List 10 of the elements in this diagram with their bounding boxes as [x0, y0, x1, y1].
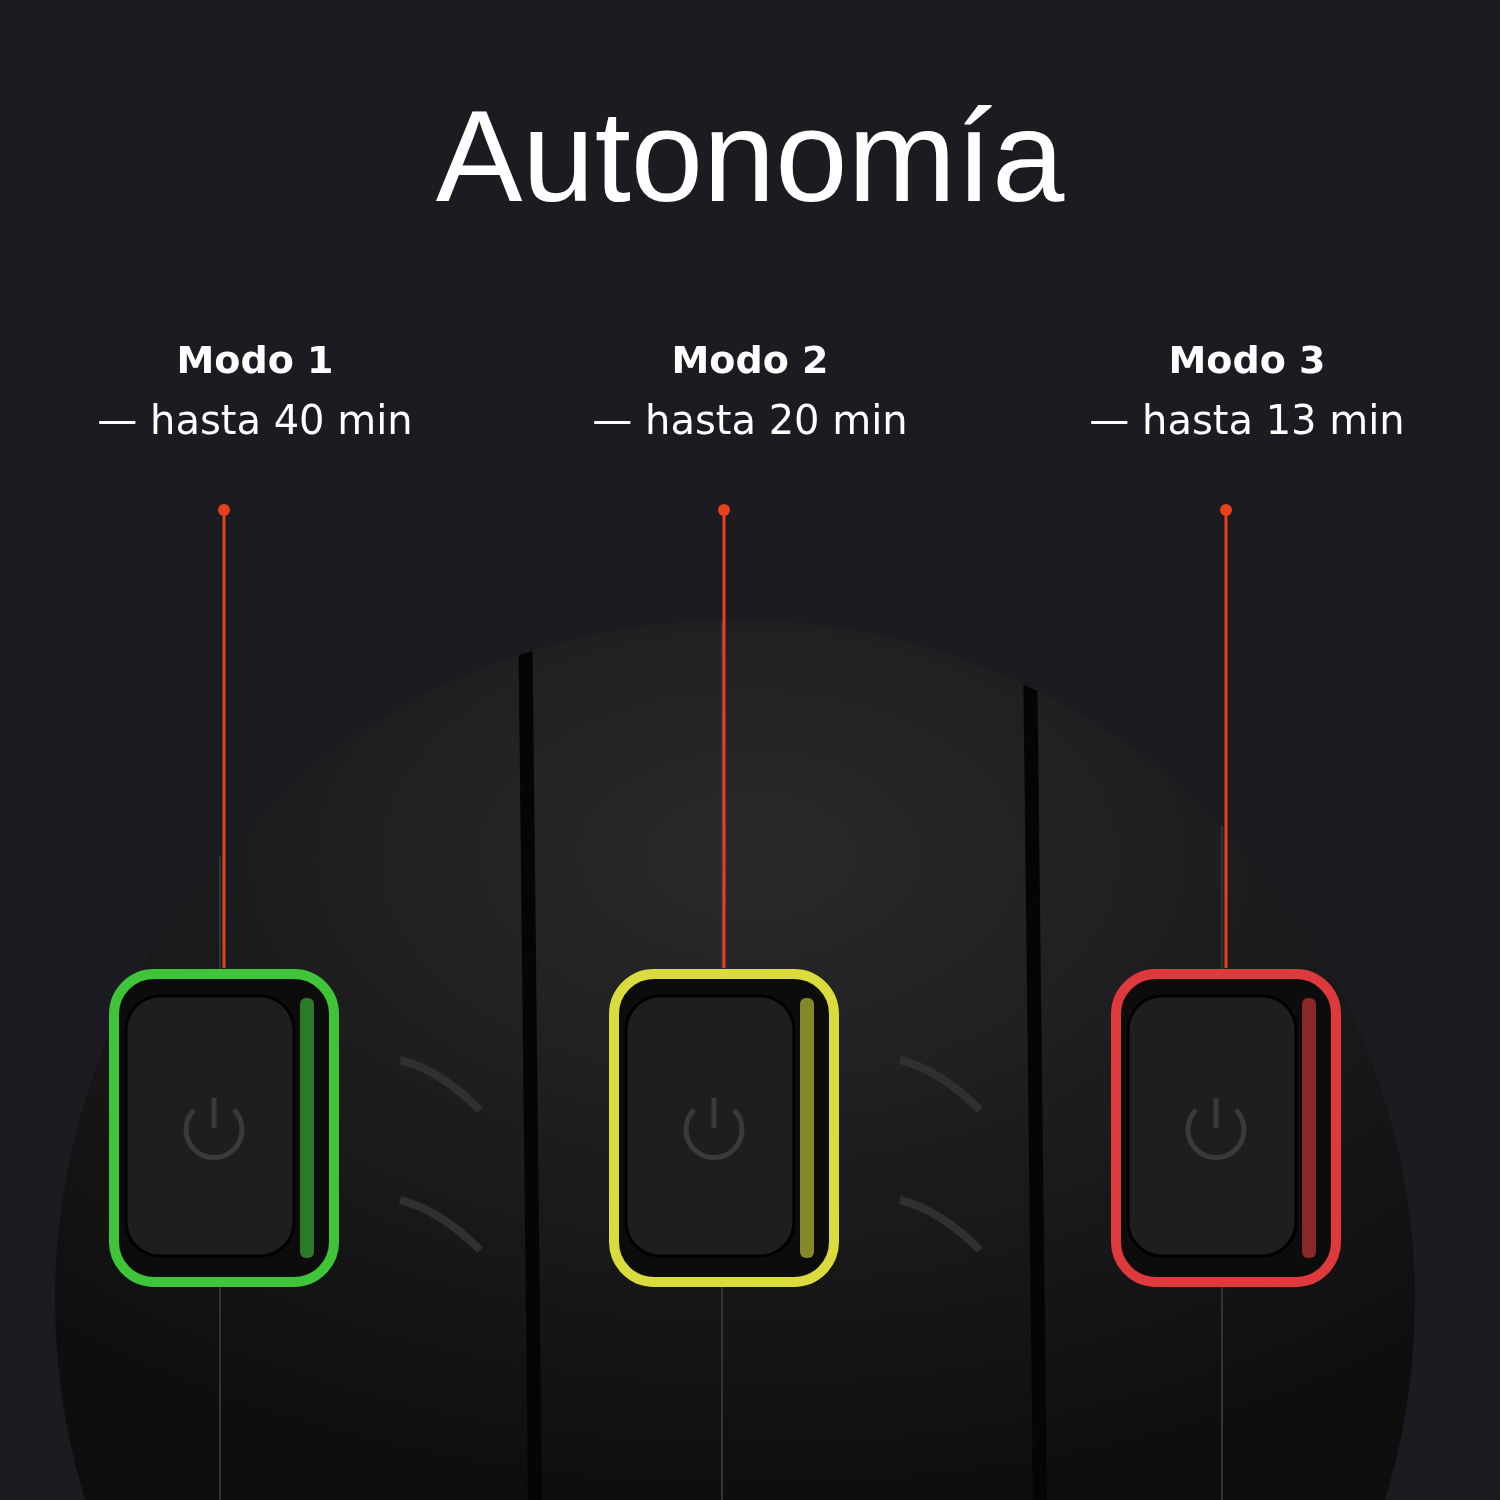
mode-heading: Modo 1 [176, 338, 334, 384]
leader-line [718, 504, 730, 968]
mode-heading: Modo 2 [671, 338, 829, 384]
leader-line [218, 504, 230, 968]
runtime-text: — hasta 20 min [592, 395, 908, 444]
title: Autonomía [434, 85, 1066, 228]
leader-line [1220, 504, 1232, 968]
runtime-text: — hasta 40 min [97, 395, 413, 444]
mode-heading: Modo 3 [1168, 338, 1326, 384]
runtime-text: — hasta 13 min [1089, 395, 1405, 444]
